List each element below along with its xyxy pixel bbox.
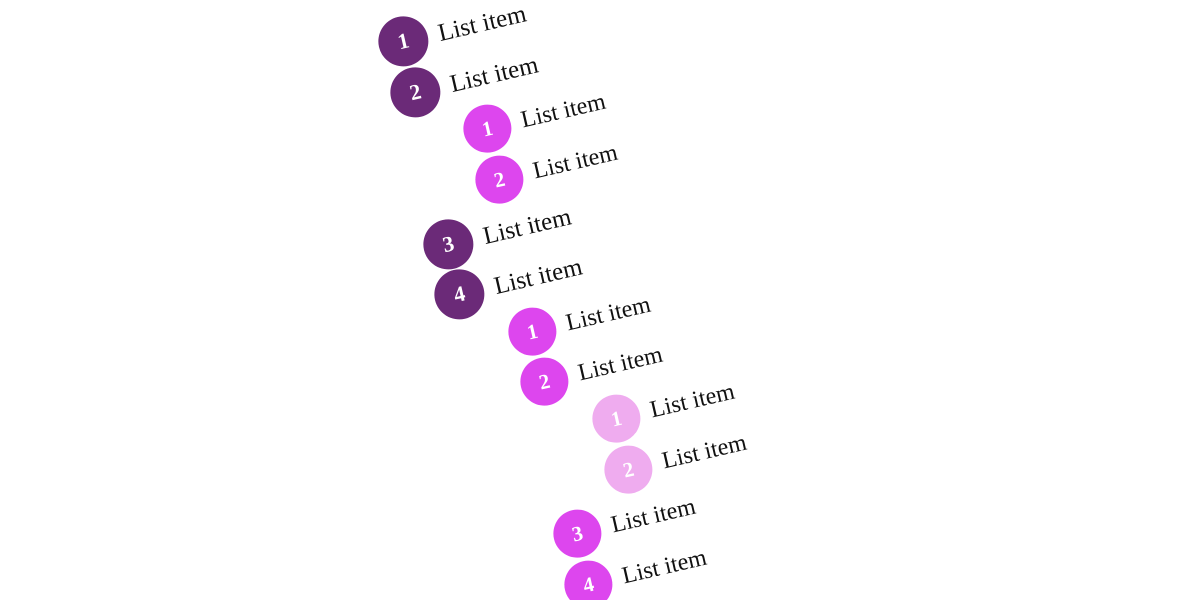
list-item-marker: 2 <box>470 150 529 209</box>
list-item-label: List item <box>447 50 541 98</box>
list-item-marker: 4 <box>559 555 618 600</box>
list-item-marker: 1 <box>373 11 434 72</box>
list-item-label: List item <box>563 291 654 337</box>
list-item-marker: 4 <box>429 264 490 325</box>
list-item-marker: 1 <box>587 389 646 448</box>
list-item-marker: 1 <box>503 302 562 361</box>
list-item-label: List item <box>647 378 738 424</box>
list-item-label: List item <box>480 202 574 250</box>
list-item-label: List item <box>435 0 529 47</box>
list-item-marker: 2 <box>599 440 658 499</box>
list-item-label: List item <box>518 88 609 134</box>
list-item-label: List item <box>575 341 666 387</box>
list-item-label: List item <box>530 139 621 185</box>
list-item-label: List item <box>491 252 585 300</box>
list-item-marker: 3 <box>548 504 607 563</box>
list-item-label: List item <box>619 544 710 590</box>
list-item-label: List item <box>659 429 750 475</box>
list-item-marker: 2 <box>515 352 574 411</box>
list-item-marker: 1 <box>458 99 517 158</box>
list-item-marker: 2 <box>385 62 446 123</box>
list-item-label: List item <box>608 493 699 539</box>
